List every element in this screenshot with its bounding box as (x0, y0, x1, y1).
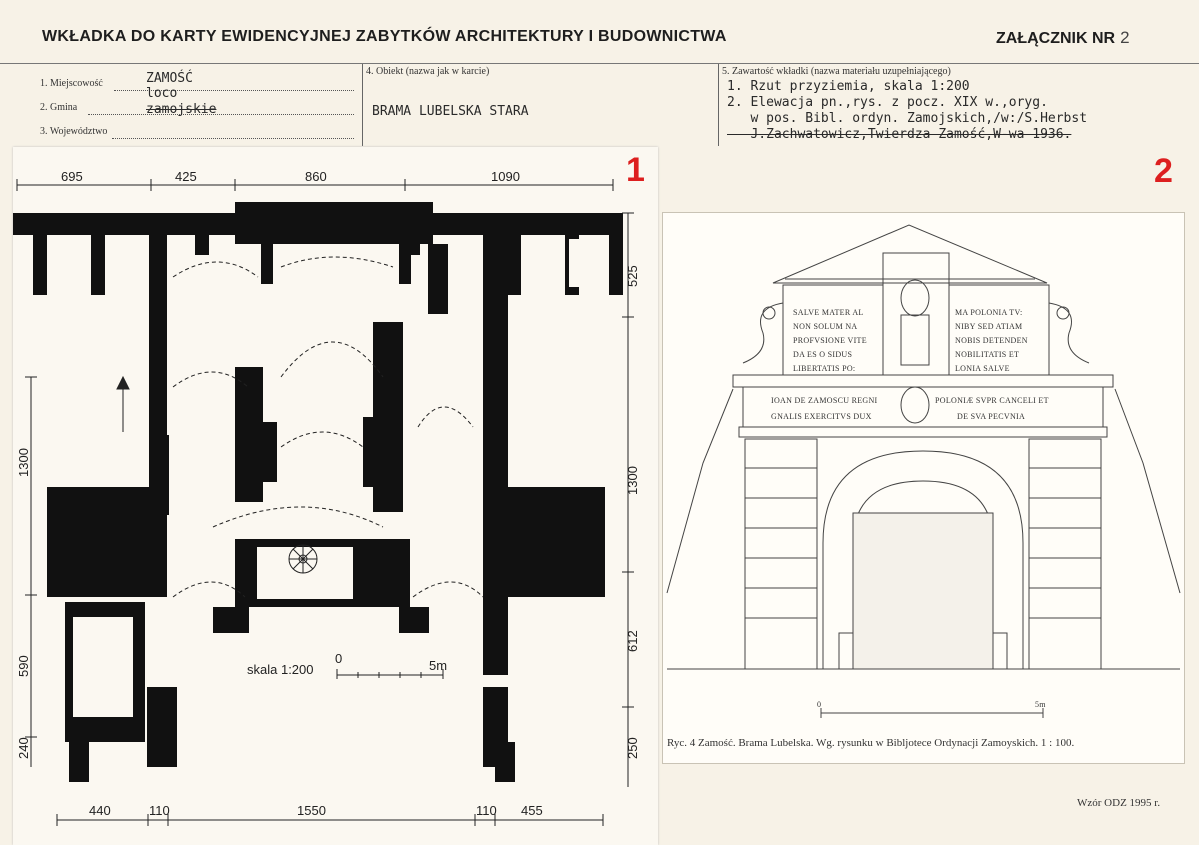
plan-bottom-dim-3: 1550 (297, 803, 326, 818)
plan-bottom-dim-4: 110 (476, 803, 497, 818)
field-locality-line (114, 90, 354, 91)
field-locality-extra: loco (146, 86, 178, 101)
form-divider (362, 64, 363, 146)
plan-top-dim-1: 695 (61, 169, 83, 184)
field-voivodeship-label: 3. Województwo (40, 126, 108, 137)
svg-text:DA ES O SIDUS: DA ES O SIDUS (793, 350, 852, 359)
svg-text:DE SVA PECVNIA: DE SVA PECVNIA (957, 412, 1025, 421)
form-fields: 1. Miejscowość ZAMOŚĆ loco 2. Gmina zamo… (0, 64, 1199, 146)
sheet-header: WKŁADKA DO KARTY EWIDENCYJNEJ ZABYTKÓW A… (0, 0, 1199, 64)
svg-text:LONIA SALVE: LONIA SALVE (955, 364, 1010, 373)
plan-top-dim-4: 1090 (491, 169, 520, 184)
svg-text:NOBIS DETENDEN: NOBIS DETENDEN (955, 336, 1028, 345)
svg-text:NON SOLUM NA: NON SOLUM NA (793, 322, 858, 331)
field-commune-label: 2. Gmina (40, 102, 78, 113)
form-divider (718, 64, 719, 146)
svg-text:POLONIÆ SVPR CANCELI ET: POLONIÆ SVPR CANCELI ET (935, 396, 1049, 405)
plan-right-dim-2: 1300 (625, 466, 640, 495)
svg-text:PROFVSIONE VITE: PROFVSIONE VITE (793, 336, 867, 345)
plan-right-dim-4: 250 (625, 737, 640, 759)
elevation-drawing: SALVE MATER AL NON SOLUM NA PROFVSIONE V… (666, 224, 1181, 718)
elevation-caption: Ryc. 4 Zamość. Brama Lubelska. Wg. rysun… (667, 737, 1075, 749)
plan-bottom-dim-1: 440 (89, 803, 111, 818)
plan-left-dim-3: 240 (16, 737, 31, 759)
plan-right-dim-1: 525 (625, 265, 640, 287)
svg-text:GNALIS EXERCITVS DUX: GNALIS EXERCITVS DUX (771, 412, 872, 421)
svg-text:SALVE MATER AL: SALVE MATER AL (793, 308, 864, 317)
field-object-value: BRAMA LUBELSKA STARA (372, 104, 529, 119)
plan-bottom-dim-2: 110 (149, 803, 170, 818)
field-commune-value: zamojskie (146, 102, 217, 117)
svg-text:IOAN DE ZAMOSCU REGNI: IOAN DE ZAMOSCU REGNI (771, 396, 878, 405)
floor-plan-drawing: 695 425 860 1090 (13, 169, 640, 826)
plan-right-dim-3: 612 (625, 630, 640, 652)
annex-number: 2 (1120, 28, 1130, 47)
elevation-scale-start: 0 (817, 700, 821, 709)
form-model-label: Wzór ODZ 1995 r. (1077, 797, 1161, 809)
plan-scale-start: 0 (335, 651, 342, 666)
plan-scale-label: skala 1:200 (247, 662, 314, 677)
field-contents-line-1: 1. Rzut przyziemia, skala 1:200 (727, 79, 970, 94)
attic-inscription-left: SALVE MATER AL NON SOLUM NA PROFVSIONE V… (793, 308, 867, 373)
plan-top-dim-2: 425 (175, 169, 197, 184)
plan-top-dim-3: 860 (305, 169, 327, 184)
plan-bottom-dim-5: 455 (521, 803, 543, 818)
elevation-scale-end: 5m (1035, 700, 1046, 709)
svg-text:NOBILITATIS ET: NOBILITATIS ET (955, 350, 1019, 359)
svg-text:LIBERTATIS PO:: LIBERTATIS PO: (793, 364, 855, 373)
field-commune-line (88, 114, 354, 115)
field-contents-label: 5. Zawartość wkładki (nazwa materiału uz… (722, 66, 951, 77)
field-contents-line-4: J.Zachwatowicz,Twierdza Zamość,W-wa 1936… (727, 127, 1072, 142)
elevation-panel: SALVE MATER AL NON SOLUM NA PROFVSIONE V… (662, 212, 1185, 764)
frieze-inscription: IOAN DE ZAMOSCU REGNI GNALIS EXERCITVS D… (771, 396, 1049, 421)
panel-number-1: 1 (626, 151, 645, 189)
sheet-title: WKŁADKA DO KARTY EWIDENCYJNEJ ZABYTKÓW A… (42, 28, 727, 45)
attic-inscription-right: MA POLONIA TV: NIBY SED ATIAM NOBIS DETE… (955, 308, 1028, 373)
field-object-label: 4. Obiekt (nazwa jak w karcie) (366, 66, 490, 77)
plan-left-dim-1: 1300 (16, 448, 31, 477)
panel-number-2: 2 (1154, 152, 1173, 190)
field-locality-label: 1. Miejscowość (40, 78, 103, 89)
field-contents-line-2: 2. Elewacja pn.,rys. z pocz. XIX w.,oryg… (727, 95, 1048, 110)
field-voivodeship-line (112, 138, 354, 139)
plan-left-dim-2: 590 (16, 655, 31, 677)
svg-text:NIBY SED ATIAM: NIBY SED ATIAM (955, 322, 1022, 331)
field-locality-value: ZAMOŚĆ (146, 71, 193, 86)
annex-label-text: ZAŁĄCZNIK NR (996, 30, 1116, 47)
floor-plan-panel: 1 695 425 860 1090 (13, 147, 658, 845)
field-contents-line-3: w pos. Bibl. ordyn. Zamojskich,/w:/S.Her… (727, 111, 1088, 126)
plan-scale-end: 5m (429, 658, 447, 673)
svg-text:MA POLONIA TV:: MA POLONIA TV: (955, 308, 1022, 317)
